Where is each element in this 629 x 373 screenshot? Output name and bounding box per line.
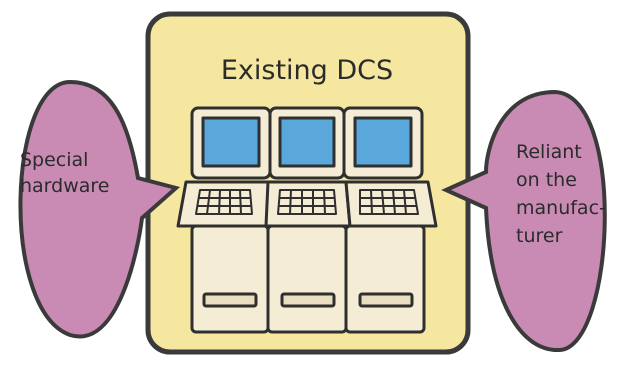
- cabinet-2-drawer-slot: [280, 292, 336, 308]
- dcs-console: [176, 106, 438, 334]
- monitor-3-screen: [353, 116, 413, 168]
- special-hardware-bubble: Special hardware: [18, 79, 181, 339]
- console-unit-2: [264, 106, 352, 334]
- special-hardware-label: Special hardware: [20, 149, 110, 197]
- cabinet-1-drawer-slot: [202, 292, 258, 308]
- reliant-on-manufacturer-label: Reliant on the manufac- turer: [516, 141, 612, 247]
- console-unit-1: [176, 106, 276, 334]
- cabinet-1: [190, 224, 270, 334]
- monitor-2-screen: [278, 116, 336, 168]
- keyboard-1-icon: [195, 189, 253, 215]
- cabinet-3-drawer-slot: [358, 292, 414, 308]
- monitor-1-screen: [201, 116, 261, 168]
- cabinet-2: [266, 224, 348, 334]
- existing-dcs-title: Existing DCS: [221, 55, 393, 86]
- keyboard-2-icon: [277, 189, 337, 215]
- keyboard-3-icon: [359, 189, 419, 215]
- reliant-on-manufacturer-bubble: Reliant on the manufac- turer: [441, 89, 612, 353]
- console-unit-3: [342, 106, 438, 334]
- cabinet-3: [344, 224, 426, 334]
